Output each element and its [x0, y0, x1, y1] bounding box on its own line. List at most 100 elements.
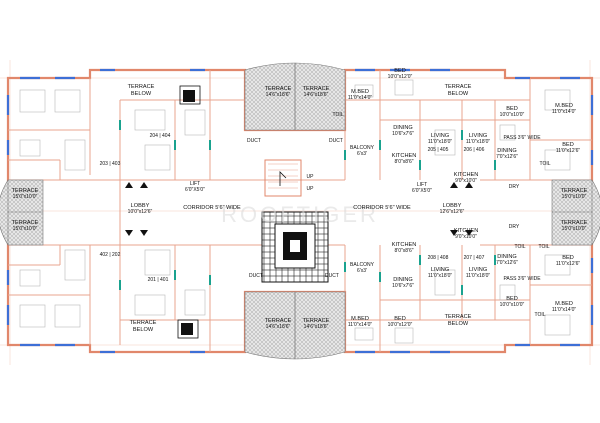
se-kitchen-d-size: 8'0"x8'6"	[394, 248, 413, 254]
doors	[119, 120, 496, 295]
se-dining-c-size: 10'6"x7'6"	[392, 283, 414, 289]
west-lobby-size: 10'0"x12'6"	[128, 209, 153, 215]
ne-balcony-name: BALCONY	[350, 145, 375, 151]
ne-kitchen-a-name: KITCHEN	[392, 153, 417, 159]
bottom-terrace-right-name: TERRACE	[303, 318, 330, 324]
ne-unit-b: 206 | 406	[464, 147, 485, 153]
furniture	[19, 79, 571, 344]
west-terraces	[0, 179, 44, 246]
se-bed-d-name: BED	[394, 316, 406, 322]
sw-terrace-below-line1: TERRACE	[130, 320, 157, 326]
ne-dining-a-size: 10'6"x7'6"	[392, 131, 414, 137]
bottom-terrace-left-size: 14'6"x18'6"	[266, 324, 291, 330]
bottom-terrace-right-size: 14'6"x18'6"	[304, 324, 329, 330]
se-mbed-d-name: M.BED	[555, 301, 573, 307]
top-terrace-right-name: TERRACE	[303, 86, 330, 92]
se-living-c-name: LIVING	[431, 267, 449, 273]
se-pass: PASS 3'6" WIDE	[503, 276, 541, 282]
center-lift-label: LIFT	[417, 182, 427, 188]
se-unit-c: 208 | 408	[428, 255, 449, 261]
ne-toil-b: TOIL	[539, 161, 550, 167]
top-duct-right: DUCT	[329, 138, 343, 144]
ne-living-b-name: LIVING	[469, 133, 487, 139]
top-terrace-left-size: 14'6"x18'6"	[266, 92, 291, 98]
top-terraces	[244, 62, 346, 131]
east-lobby-size: 12'6"x12'6"	[440, 209, 465, 215]
windows	[6, 68, 594, 354]
sw-terrace-below-line2: BELOW	[133, 327, 154, 333]
stair-up-2: UP	[307, 186, 315, 192]
east-terrace-1-size: 15'0"x10'0"	[562, 194, 587, 200]
se-kitchen-c-size: 9'0"x10'0"	[455, 234, 477, 240]
east-terrace-2-name: TERRACE	[561, 220, 588, 226]
se-living-c-size: 11'0"x18'0"	[428, 273, 452, 279]
se-bed-c-size: 11'0"x12'6"	[556, 261, 580, 267]
bottom-terraces	[244, 291, 346, 360]
ne-toil-a: TOIL	[332, 112, 343, 118]
west-terrace-1-name: TERRACE	[12, 188, 39, 194]
top-terrace-right-size: 14'6"x18'6"	[304, 92, 329, 98]
west-terrace-2-size: 15'0"x10'0"	[13, 226, 38, 232]
ne-unit-a: 205 | 405	[428, 147, 449, 153]
center-lift-size: 6'0"X5'0"	[412, 188, 432, 194]
se-bed-c-name: BED	[562, 255, 574, 261]
nw-lift-label: LIFT	[190, 181, 200, 187]
nw-terrace-below-line1: TERRACE	[128, 84, 155, 90]
ne-mbed-a-name: M.BED	[351, 89, 369, 95]
west-lobby-label: LOBBY	[131, 203, 150, 209]
ne-dining-b-name: DINING	[497, 148, 517, 154]
ne-bed-a-name: BED	[394, 68, 406, 74]
corridor-east: CORRIDOR 5'6" WIDE	[353, 205, 411, 211]
east-terraces	[551, 179, 600, 246]
lift-shafts	[177, 85, 201, 339]
ne-bed-c-size: 11'0"x12'6"	[556, 148, 580, 154]
se-balcony-size: 6'x3'	[357, 268, 367, 274]
ne-bed-b-size: 10'0"x10'0"	[500, 112, 525, 118]
se-kitchen-d-name: KITCHEN	[392, 242, 417, 248]
bottom-duct-right: DUCT	[325, 273, 339, 279]
top-terrace-left-name: TERRACE	[265, 86, 292, 92]
se-mbed-d-size: 11'0"x14'0"	[552, 307, 576, 313]
ne-bed-a-size: 10'0"x12'0"	[388, 74, 413, 80]
ne-dining-b-size: 7'0"x12'6"	[496, 154, 518, 160]
ne-balcony-size: 6'x3'	[357, 151, 367, 157]
sw-unit-b: 201 | 401	[148, 277, 169, 283]
se-toil-d: TOIL	[538, 244, 549, 250]
se-toil-e: TOIL	[534, 312, 545, 318]
bottom-terrace-left-name: TERRACE	[265, 318, 292, 324]
se-dry: DRY	[509, 224, 520, 230]
east-terrace-1-name: TERRACE	[561, 188, 588, 194]
se-dining-d-name: DINING	[497, 254, 517, 260]
ne-kitchen-b-name: KITCHEN	[454, 172, 479, 178]
nw-terrace-below-line2: BELOW	[131, 91, 152, 97]
ne-mbed-a-size: 11'0"x14'0"	[348, 95, 372, 101]
ne-living-b-size: 11'0"x18'0"	[466, 139, 490, 145]
west-terrace-1-size: 15'0"x10'0"	[13, 194, 38, 200]
ne-kitchen-b-size: 9'0"x10'0"	[455, 178, 477, 184]
ne-pass: PASS 3'6" WIDE	[503, 135, 541, 141]
ne-living-a-name: LIVING	[431, 133, 449, 139]
nw-unit-a: 204 | 404	[150, 133, 171, 139]
se-mbed-c-name: M.BED	[351, 316, 369, 322]
se-balcony-name: BALCONY	[350, 262, 375, 268]
bottom-duct-left: DUCT	[249, 273, 263, 279]
nw-unit-b: 203 | 403	[100, 161, 121, 167]
se-living-d-name: LIVING	[469, 267, 487, 273]
ne-terrace-below-line1: TERRACE	[445, 84, 472, 90]
ne-mbed-b-name: M.BED	[555, 103, 573, 109]
east-terrace-2-size: 15'0"x10'0"	[562, 226, 587, 232]
ne-terrace-below-line2: BELOW	[448, 91, 469, 97]
se-kitchen-c-name: KITCHEN	[454, 228, 479, 234]
se-bed-e-name: BED	[506, 296, 518, 302]
central-atrium	[261, 159, 329, 283]
top-duct-left: DUCT	[247, 138, 261, 144]
se-bed-d-size: 10'0"x12'0"	[388, 322, 413, 328]
se-dining-c-name: DINING	[393, 277, 413, 283]
corridor-west: CORRIDOR 5'6" WIDE	[183, 205, 241, 211]
ne-dining-a-name: DINING	[393, 125, 413, 131]
se-unit-d: 207 | 407	[464, 255, 485, 261]
east-lobby-label: LOBBY	[443, 203, 462, 209]
sw-unit-a: 402 | 202	[100, 252, 121, 258]
se-terrace-below-line1: TERRACE	[445, 314, 472, 320]
